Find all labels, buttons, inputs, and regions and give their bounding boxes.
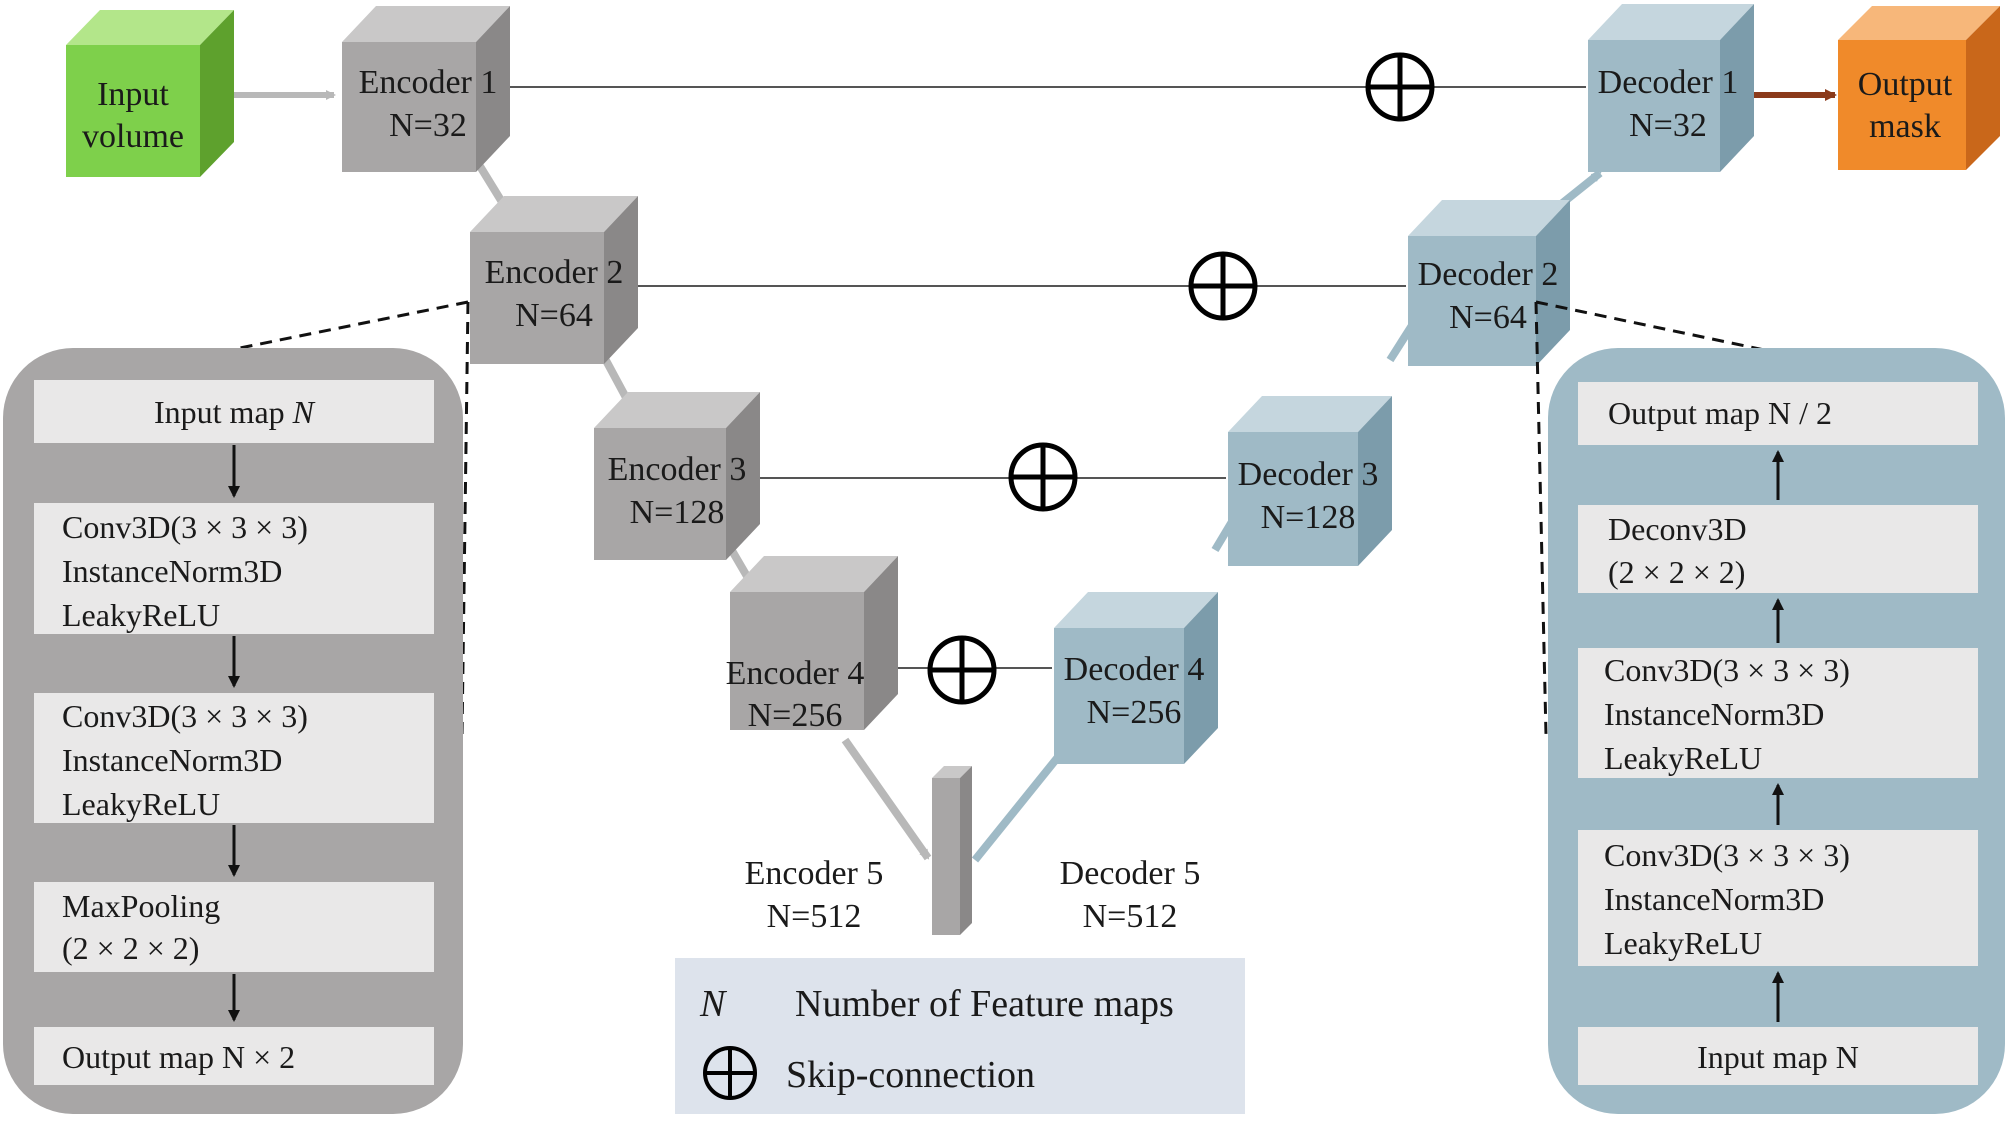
skip-lines: [510, 86, 1586, 669]
output-mask-block: Output mask: [1838, 6, 2000, 170]
encoder-conv1-line3: LeakyReLU: [62, 597, 220, 633]
decoder-detail-output: Output map N / 2: [1608, 395, 1832, 431]
encoder-5-n: N=512: [767, 898, 862, 935]
decoder-2-n: N=64: [1449, 299, 1527, 336]
encoder-conv1-line1: Conv3D(3 × 3 × 3): [62, 509, 308, 545]
decoder-conv2-line1: Conv3D(3 × 3 × 3): [1604, 837, 1850, 873]
legend-n-desc: Number of Feature maps: [795, 983, 1174, 1025]
encoder-1-n: N=32: [389, 107, 467, 144]
encoder-conv2-line2: InstanceNorm3D: [62, 742, 282, 778]
legend: N Number of Feature maps Skip-connection: [675, 958, 1245, 1114]
decoder-4-n: N=256: [1087, 694, 1182, 731]
legend-skip-icon: [703, 1046, 757, 1100]
decoder-detail-input: Input map N: [1697, 1039, 1859, 1075]
decoder-3-block: Decoder 3 N=128: [1228, 396, 1392, 566]
legend-skip-desc: Skip-connection: [786, 1054, 1035, 1096]
encoder-detail-input: Input map N: [154, 394, 316, 430]
decoder-1-n: N=32: [1629, 107, 1707, 144]
encoder-2-n: N=64: [515, 297, 593, 334]
decoder-3-name: Decoder 3: [1238, 456, 1379, 493]
bottleneck-block: [932, 766, 972, 935]
encoder-4-name: Encoder 4: [726, 655, 865, 692]
decoder-4-name: Decoder 4: [1064, 651, 1205, 688]
decoder-detail-panel: Output map N / 2 Deconv3D (2 × 2 × 2) Co…: [1548, 348, 2005, 1114]
encoder-5-name: Encoder 5: [745, 855, 884, 892]
encoder-conv2-line1: Conv3D(3 × 3 × 3): [62, 698, 308, 734]
encoder-3-n: N=128: [630, 494, 725, 531]
decoder-deconv-line2: (2 × 2 × 2): [1608, 554, 1745, 590]
decoder-deconv-line1: Deconv3D: [1608, 511, 1747, 547]
encoder-conv2-line3: LeakyReLU: [62, 786, 220, 822]
decoder-5-n: N=512: [1083, 898, 1178, 935]
decoder-conv2-line3: LeakyReLU: [1604, 925, 1762, 961]
input-label-line2: volume: [82, 118, 184, 155]
encoder-1-block: Encoder 1 N=32: [342, 6, 510, 172]
encoder-3-name: Encoder 3: [608, 451, 747, 488]
encoder-detail-panel: Input map N Conv3D(3 × 3 × 3) InstanceNo…: [3, 348, 463, 1114]
encoder-pool-line1: MaxPooling: [62, 888, 220, 924]
decoder-conv1-line2: InstanceNorm3D: [1604, 696, 1824, 732]
decoder-4-block: Decoder 4 N=256: [1054, 592, 1218, 764]
legend-n-symbol: N: [699, 983, 728, 1025]
encoder-conv1-line2: InstanceNorm3D: [62, 553, 282, 589]
encoder-1-name: Encoder 1: [359, 64, 498, 101]
skip-symbol: [1188, 251, 1258, 321]
output-label-line1: Output: [1858, 66, 1953, 103]
encoder-3-block: Encoder 3 N=128: [594, 392, 760, 560]
encoder-detail-output: Output map N × 2: [62, 1039, 295, 1075]
encoder-4-n: N=256: [748, 697, 843, 734]
skip-symbol: [1008, 442, 1078, 512]
skip-symbol: [927, 635, 997, 705]
encoder-4-block: Encoder 4 N=256: [726, 556, 898, 734]
decoder-1-block: Decoder 1 N=32: [1588, 4, 1754, 172]
encoder-2-block: Encoder 2 N=64: [470, 196, 638, 364]
encoder-2-name: Encoder 2: [485, 254, 624, 291]
decoder-2-block: Decoder 2 N=64: [1408, 200, 1570, 366]
skip-symbol: [1365, 52, 1435, 122]
input-label-line1: Input: [97, 76, 169, 113]
decoder-conv1-line3: LeakyReLU: [1604, 740, 1762, 776]
decoder-5-name: Decoder 5: [1060, 855, 1201, 892]
decoder-conv2-line2: InstanceNorm3D: [1604, 881, 1824, 917]
output-label-line2: mask: [1869, 108, 1941, 145]
encoder-pool-line2: (2 × 2 × 2): [62, 930, 199, 966]
decoder-1-name: Decoder 1: [1598, 64, 1739, 101]
decoder-conv1-line1: Conv3D(3 × 3 × 3): [1604, 652, 1850, 688]
input-volume-block: Input volume: [66, 10, 234, 177]
decoder-3-n: N=128: [1261, 499, 1356, 536]
decoder-2-name: Decoder 2: [1418, 256, 1559, 293]
